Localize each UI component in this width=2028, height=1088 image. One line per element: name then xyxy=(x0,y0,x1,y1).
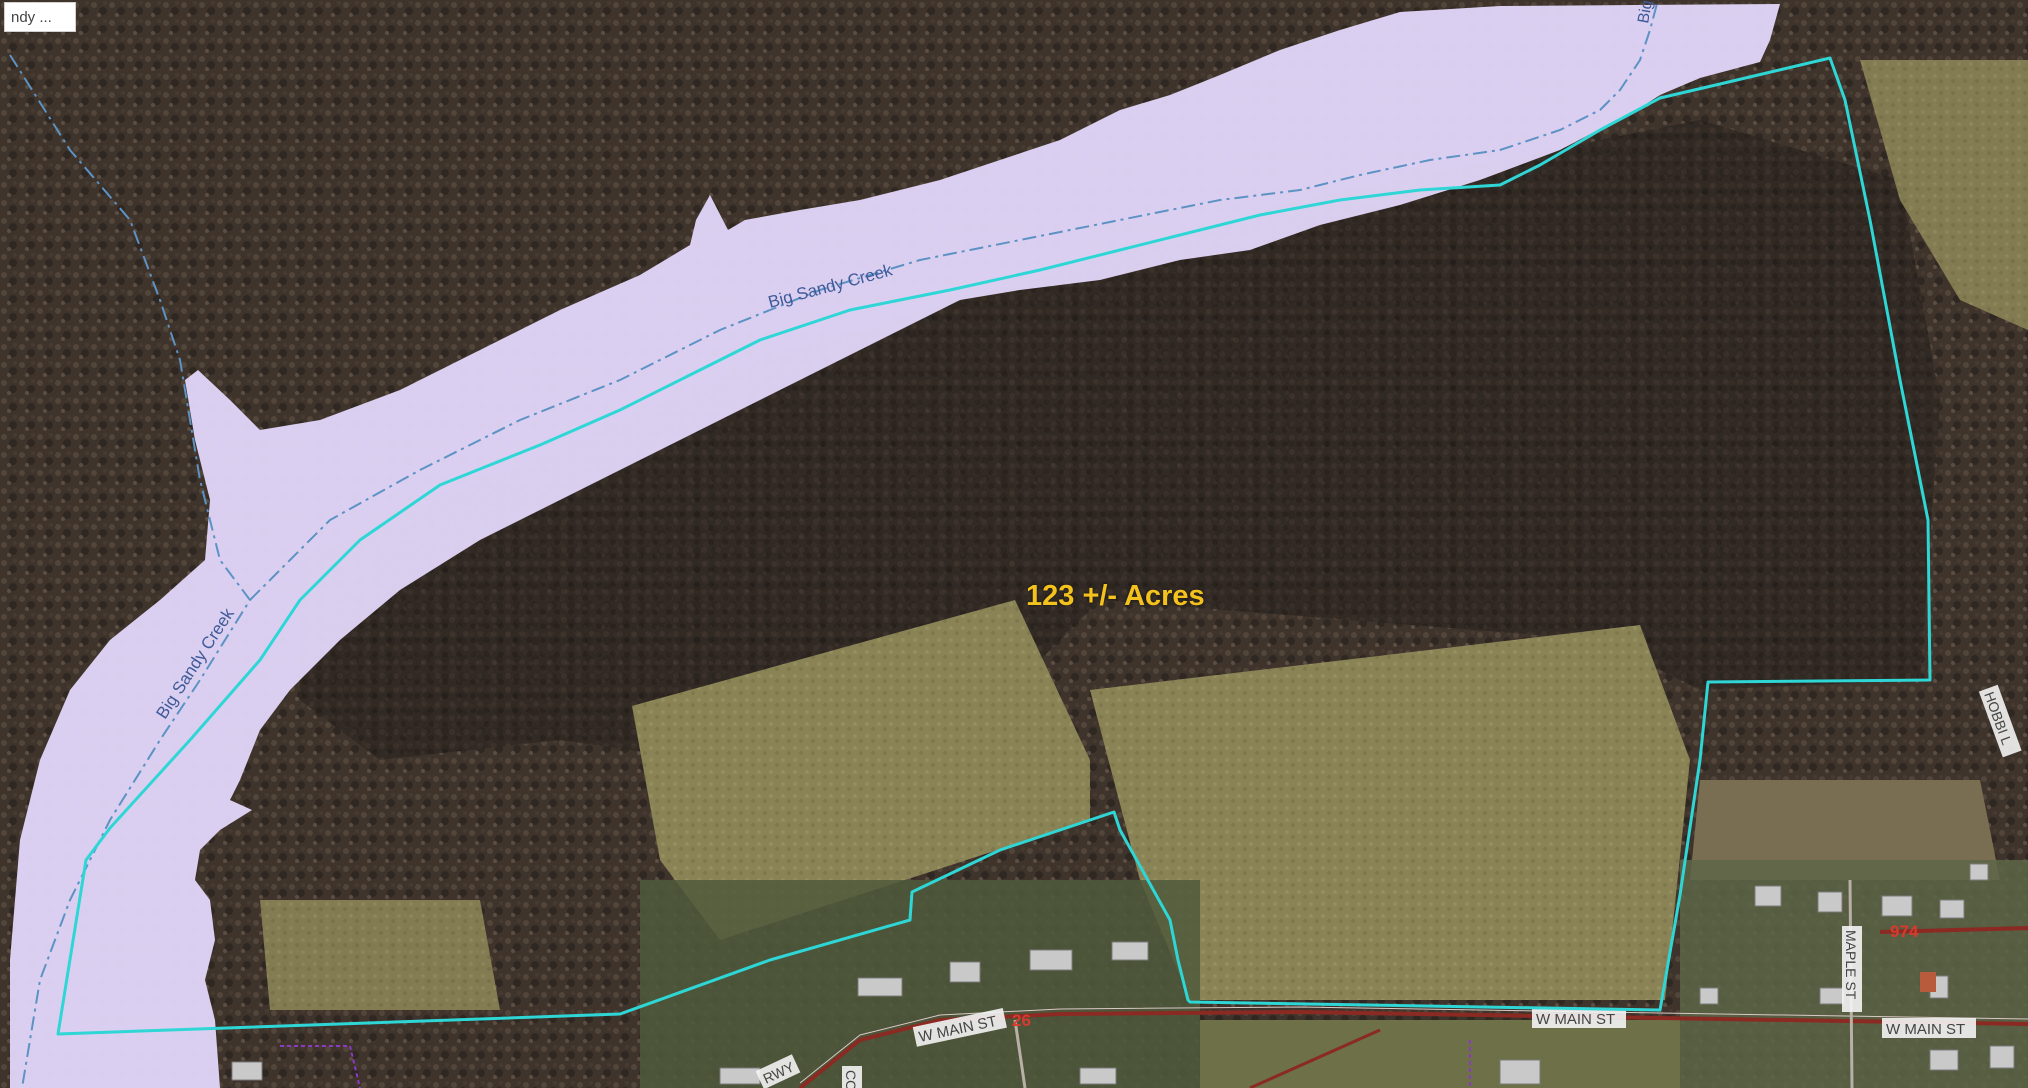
field-southwest xyxy=(260,900,500,1010)
road-w-main-st xyxy=(798,1009,2028,1088)
field-center xyxy=(632,600,1090,940)
road-railway xyxy=(1249,1028,1381,1088)
svg-text:26: 26 xyxy=(1012,1011,1031,1030)
field-southeast xyxy=(1690,780,2000,880)
parcel-boundary[interactable] xyxy=(56,56,1932,1036)
houses xyxy=(231,863,2015,1085)
road-label-co: CO xyxy=(842,1066,862,1088)
layer-chip[interactable]: ndy ... xyxy=(4,2,76,32)
route-shield-974: 974 xyxy=(1890,922,1919,941)
svg-text:W MAIN ST: W MAIN ST xyxy=(1536,1011,1615,1028)
floodplain-overlay xyxy=(10,4,1780,1088)
field-east xyxy=(1090,625,1690,1000)
road-label-w-main-3: W MAIN ST xyxy=(1882,1018,1976,1038)
roof-red xyxy=(1920,972,1936,992)
svg-text:CO: CO xyxy=(843,1070,859,1088)
creek-centerline-main xyxy=(249,0,1659,601)
road-route-974 xyxy=(1879,926,2028,934)
route-shield-26: 26 xyxy=(1012,1011,1031,1030)
creek-centerline xyxy=(9,54,252,1088)
road-label-maple: MAPLE ST xyxy=(1842,926,1862,1012)
svg-text:974: 974 xyxy=(1890,922,1919,941)
svg-text:MAPLE ST: MAPLE ST xyxy=(1843,930,1859,1000)
dense-forest xyxy=(300,120,1940,760)
road-label-w-main-2: W MAIN ST xyxy=(1532,1008,1626,1028)
road-w-main-st-edge xyxy=(799,1006,2028,1084)
south-fields xyxy=(1200,1020,1680,1088)
residential-area xyxy=(640,880,1200,1088)
creek-label-fragment: Big xyxy=(1635,0,1656,25)
field-northeast xyxy=(1860,60,2028,330)
parcel-line-purple xyxy=(280,1040,1471,1088)
svg-text:W MAIN ST: W MAIN ST xyxy=(1886,1021,1965,1038)
acreage-label: 123 +/- Acres xyxy=(1026,580,1205,612)
road-co xyxy=(1013,1019,1027,1088)
